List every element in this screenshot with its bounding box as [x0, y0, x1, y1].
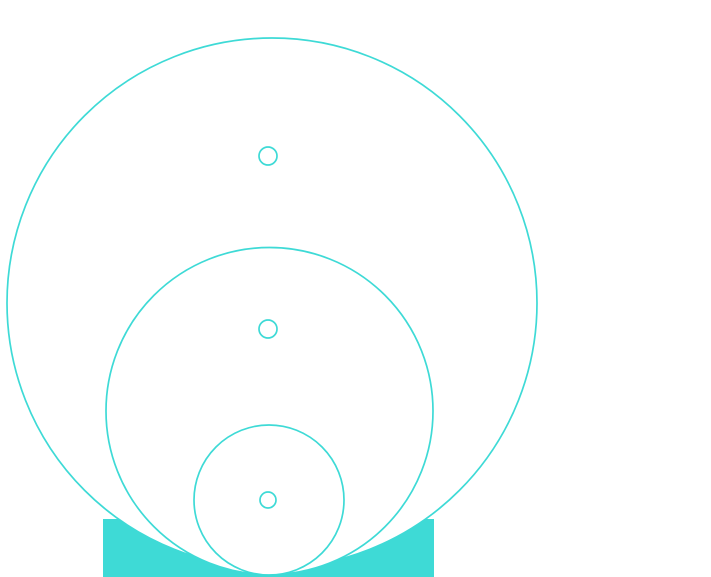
- bottom-center-dot: [259, 491, 277, 509]
- middle-center-dot: [258, 319, 278, 339]
- top-center-dot: [258, 146, 278, 166]
